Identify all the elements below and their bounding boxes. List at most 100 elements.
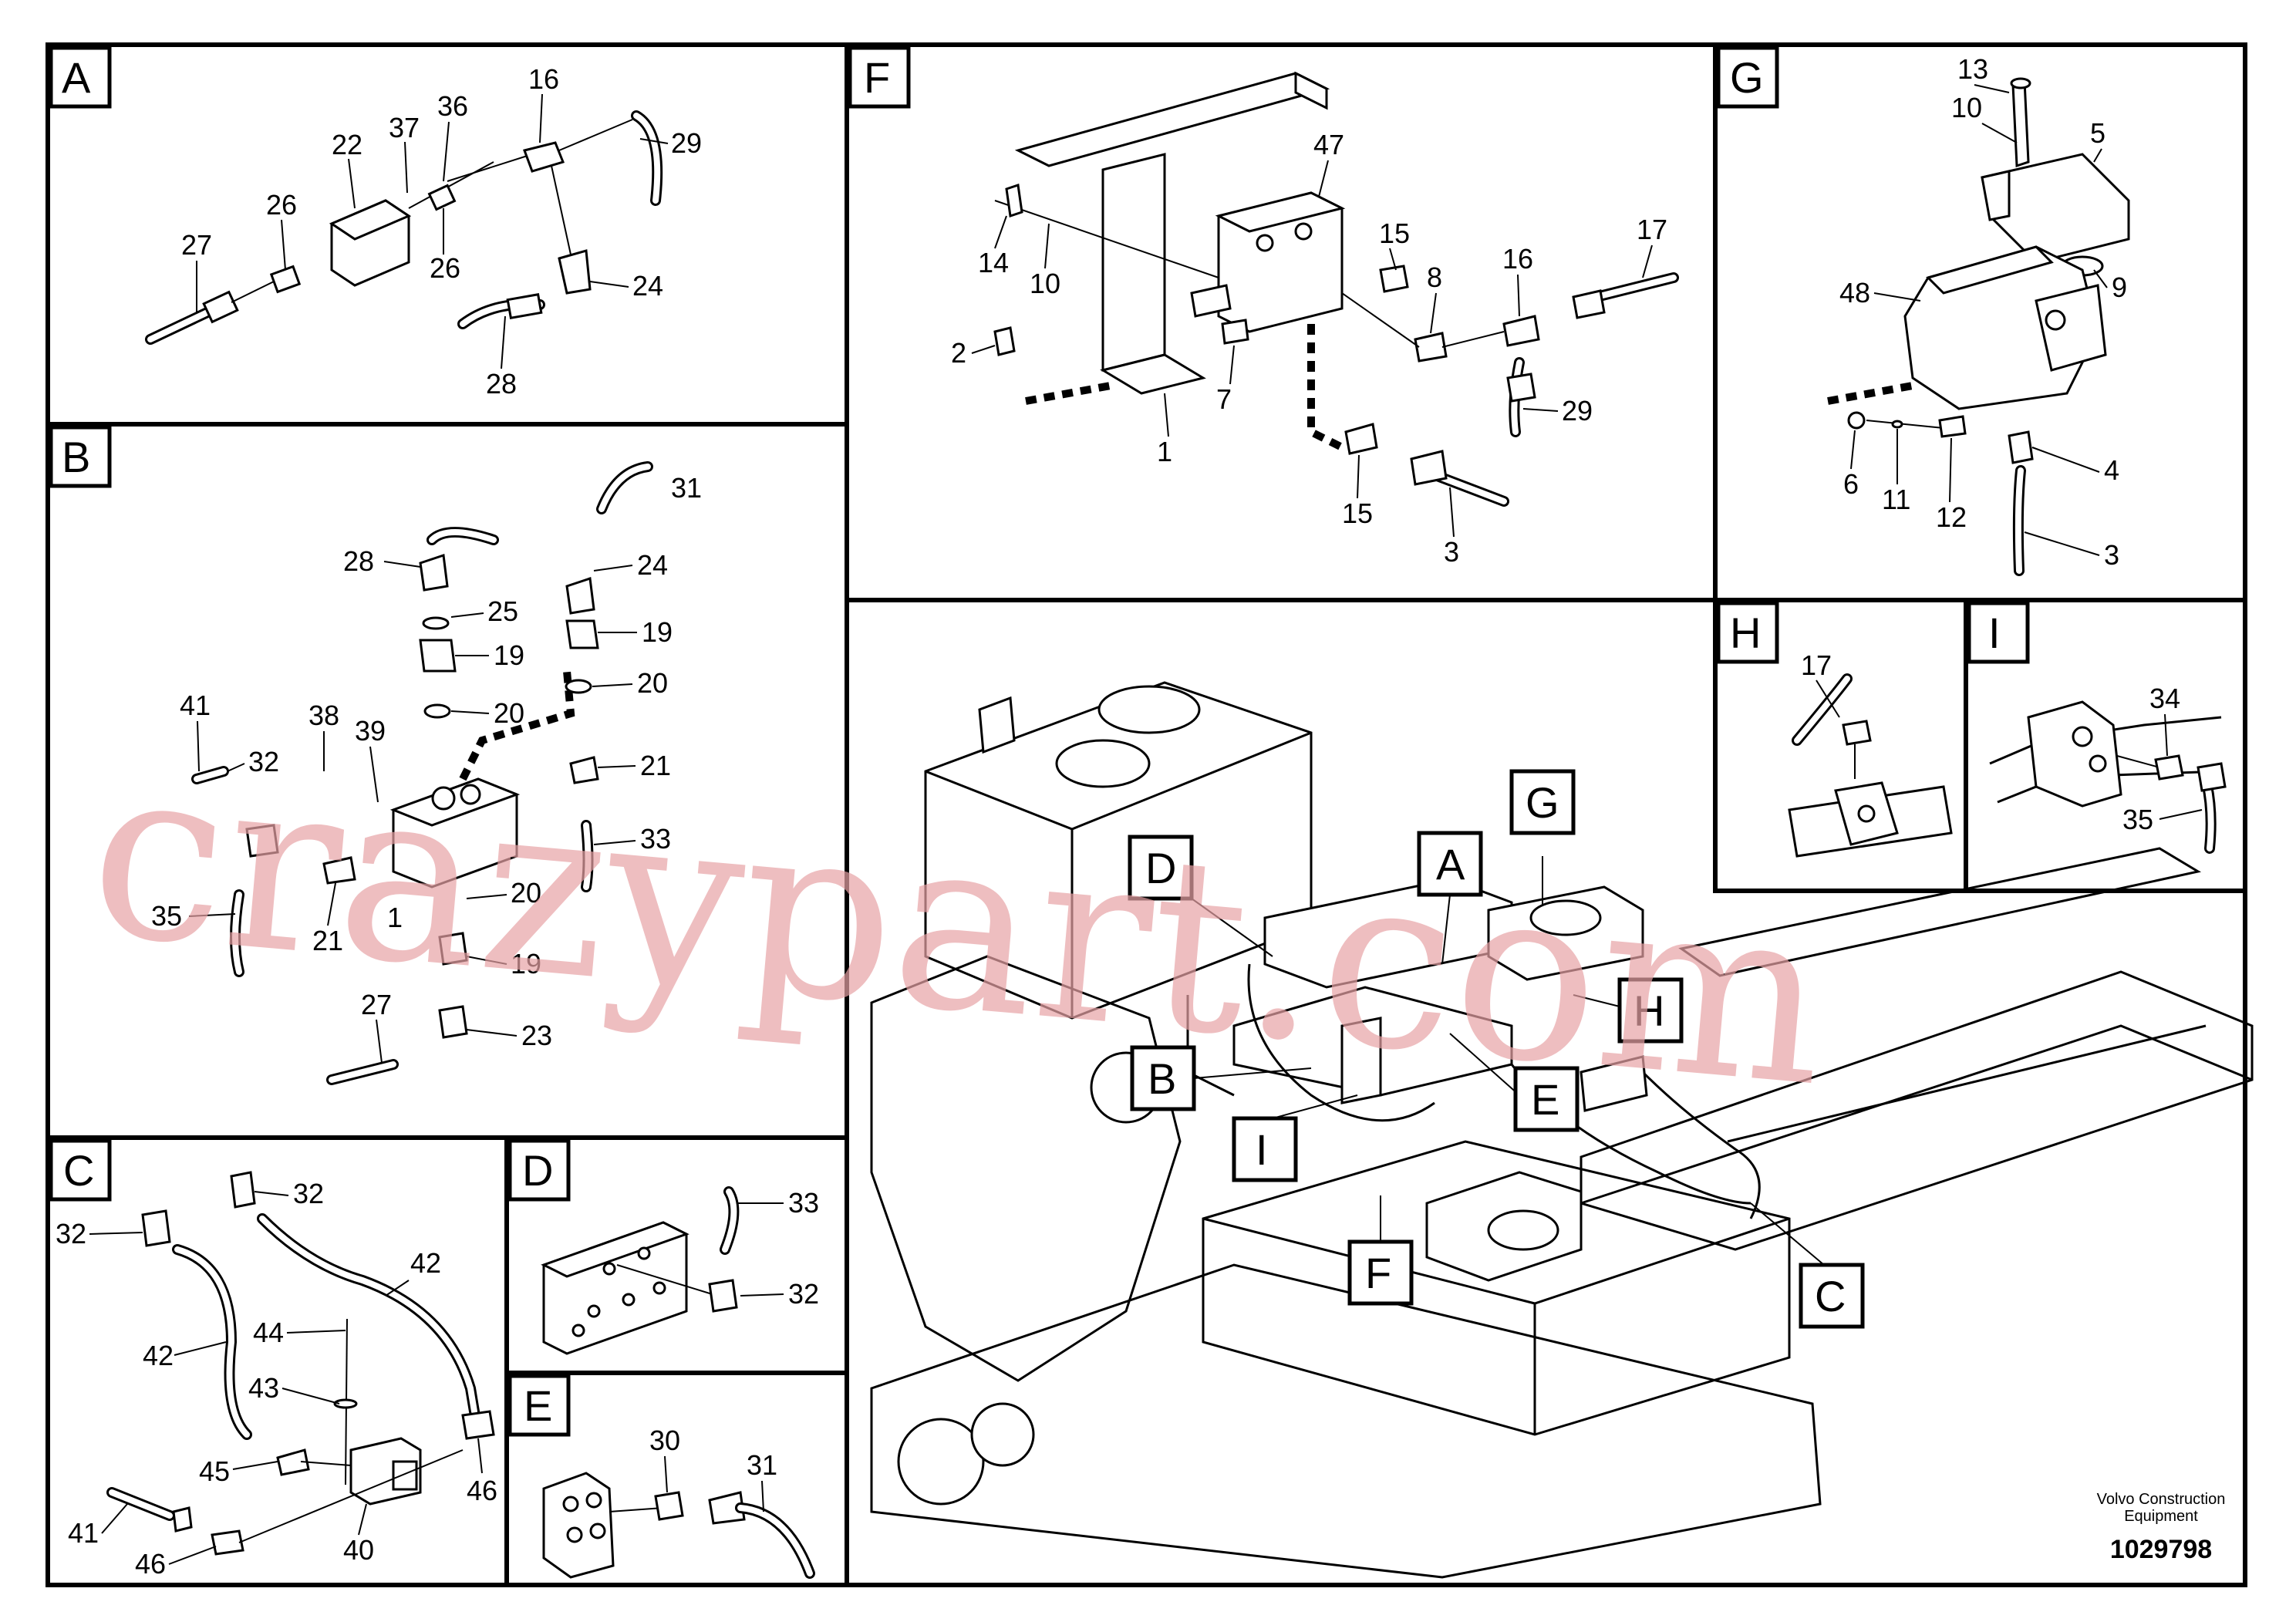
overview-label-E: E bbox=[1513, 1066, 1580, 1132]
callout-number: 20 bbox=[494, 697, 524, 729]
callout-number: 36 bbox=[437, 90, 468, 122]
callout-number: 1 bbox=[387, 902, 403, 933]
callout-number: 24 bbox=[632, 270, 663, 302]
diagram-part-number: 1029798 bbox=[2110, 1535, 2212, 1564]
callout-number: 17 bbox=[1801, 649, 1832, 681]
callout-number: 3 bbox=[1444, 536, 1459, 568]
panel-letter-E: E bbox=[507, 1374, 571, 1437]
callout-number: 39 bbox=[355, 715, 386, 747]
callout-number: 2 bbox=[951, 337, 966, 369]
callout-number: 19 bbox=[642, 616, 673, 648]
section-letter: B bbox=[1148, 1054, 1176, 1103]
panel-G-drawing: 13 10 5 9 48 4 6 11 12 3 bbox=[1827, 53, 2130, 576]
overview-label-I: I bbox=[1232, 1116, 1298, 1182]
callout-number: 46 bbox=[467, 1475, 497, 1506]
callout-number: 8 bbox=[1427, 261, 1442, 293]
callout-number: 42 bbox=[410, 1247, 441, 1279]
callout-number: 24 bbox=[637, 549, 668, 581]
callout-number: 33 bbox=[640, 823, 671, 855]
callout-number: 21 bbox=[312, 925, 343, 956]
callout-number: 31 bbox=[747, 1449, 777, 1481]
panel-C-drawing: 32 32 42 42 44 43 45 46 41 46 40 bbox=[56, 1171, 497, 1580]
panel-letter-I: I bbox=[1967, 601, 2030, 664]
callout-number: 3 bbox=[2104, 539, 2119, 571]
company-name-line1: Volvo Construction bbox=[2097, 1491, 2226, 1508]
callout-number: 34 bbox=[2149, 683, 2180, 714]
callout-number: 9 bbox=[2112, 271, 2127, 303]
section-letter: G bbox=[1730, 53, 1764, 102]
callout-number: 21 bbox=[640, 750, 671, 781]
callout-number: 32 bbox=[56, 1218, 86, 1249]
panel-letter-C: C bbox=[49, 1138, 112, 1202]
callout-number: 16 bbox=[1502, 243, 1533, 275]
callout-number: 17 bbox=[1637, 214, 1667, 245]
callout-number: 32 bbox=[293, 1178, 324, 1209]
panel-H-drawing: 17 bbox=[1788, 649, 1953, 858]
callout-number: 40 bbox=[343, 1534, 374, 1566]
callout-number: 26 bbox=[430, 252, 460, 284]
company-name-line2: Equipment bbox=[2124, 1508, 2198, 1525]
section-letter: H bbox=[1633, 986, 1664, 1035]
panel-letter-B: B bbox=[49, 425, 112, 488]
machine-overview-drawing bbox=[870, 681, 2254, 1579]
overview-label-G: G bbox=[1509, 769, 1576, 835]
panel-frames bbox=[46, 42, 2247, 1587]
callout-number: 19 bbox=[494, 639, 524, 671]
callout-number: 13 bbox=[1957, 53, 1988, 85]
callout-number: 32 bbox=[788, 1278, 819, 1310]
callout-number: 37 bbox=[389, 112, 420, 143]
panel-letter-F: F bbox=[848, 46, 911, 109]
section-letter: I bbox=[1988, 609, 2001, 657]
section-letter: D bbox=[522, 1146, 553, 1195]
callout-number: 1 bbox=[1157, 436, 1172, 467]
overview-label-C: C bbox=[1799, 1263, 1865, 1329]
callout-number: 41 bbox=[68, 1517, 99, 1549]
callout-number: 29 bbox=[1562, 395, 1593, 427]
overview-pointer-lines bbox=[1191, 856, 1825, 1266]
panel-F-drawing: 47 15 17 14 10 8 16 2 7 29 1 15 3 bbox=[951, 71, 1679, 568]
panel-D-drawing: 33 32 bbox=[541, 1186, 819, 1355]
callout-number: 4 bbox=[2104, 454, 2119, 486]
overview-label-H: H bbox=[1617, 977, 1684, 1044]
overview-label-D: D bbox=[1128, 835, 1194, 901]
callout-number: 6 bbox=[1843, 468, 1859, 500]
callout-number: 29 bbox=[671, 127, 702, 159]
panel-I-drawing: 34 35 bbox=[1989, 683, 2227, 854]
callout-number: 15 bbox=[1379, 218, 1410, 249]
overview-label-A: A bbox=[1417, 831, 1483, 897]
callout-number: 31 bbox=[671, 472, 702, 504]
panel-letter-A: A bbox=[49, 46, 112, 109]
callout-number: 30 bbox=[649, 1425, 680, 1456]
callout-number: 35 bbox=[2122, 804, 2153, 835]
callout-number: 10 bbox=[1030, 268, 1060, 299]
callout-number: 33 bbox=[788, 1187, 819, 1219]
section-letter: E bbox=[1531, 1075, 1559, 1124]
callout-number: 43 bbox=[248, 1372, 279, 1404]
callout-number: 27 bbox=[361, 989, 392, 1020]
callout-number: 44 bbox=[253, 1317, 284, 1348]
callout-number: 42 bbox=[143, 1340, 174, 1371]
panel-A-letter: A bbox=[62, 53, 91, 102]
callout-number: 27 bbox=[181, 229, 212, 261]
callout-number: 26 bbox=[266, 189, 297, 221]
callout-number: 48 bbox=[1839, 277, 1870, 309]
section-letter: E bbox=[524, 1381, 552, 1430]
callout-number: 15 bbox=[1342, 497, 1373, 529]
panel-A-drawing: 16 36 37 22 29 26 27 26 24 28 bbox=[145, 63, 702, 400]
overview-label-F: F bbox=[1347, 1239, 1414, 1306]
callout-number: 28 bbox=[343, 545, 374, 577]
section-letter: H bbox=[1730, 609, 1761, 657]
callout-number: 47 bbox=[1313, 129, 1344, 160]
panel-letter-H: H bbox=[1716, 601, 1779, 664]
panel-letter-G: G bbox=[1716, 46, 1779, 109]
callout-number: 35 bbox=[151, 900, 182, 932]
callout-number: 16 bbox=[528, 63, 559, 95]
callout-number: 25 bbox=[487, 595, 518, 627]
callout-number: 45 bbox=[199, 1455, 230, 1487]
section-letter: F bbox=[1365, 1249, 1391, 1297]
callout-number: 19 bbox=[511, 948, 541, 980]
section-letter: F bbox=[864, 53, 890, 102]
callout-number: 10 bbox=[1951, 92, 1982, 123]
panel-E-drawing: 30 31 bbox=[542, 1425, 815, 1579]
